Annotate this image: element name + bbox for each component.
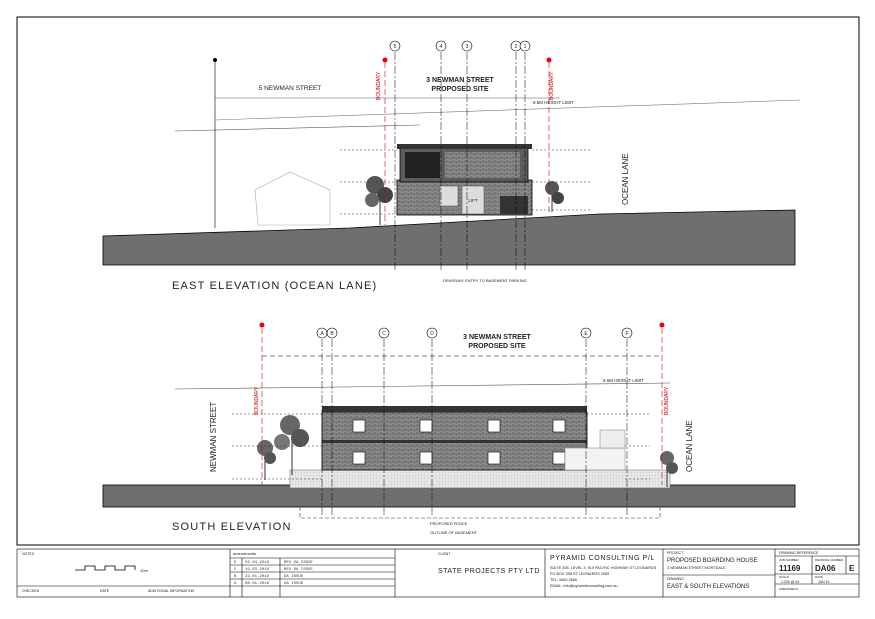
checked-label: CHECKED (22, 589, 40, 593)
east-height-limit: 8.5M HEIGHT LIMIT (533, 100, 574, 105)
tree (545, 181, 564, 212)
south-elevation (102, 322, 796, 519)
south-annotation-fence: PROPOSED FENCE (430, 521, 468, 526)
east-annotation: DRIVEWAY ENTRY TO BASEMENT PARKING (443, 278, 527, 283)
revision-letter: E (849, 564, 855, 573)
lift-core (461, 185, 485, 215)
boundary-marker (659, 322, 665, 328)
rev-code: E (234, 561, 237, 565)
east-elevation (102, 40, 801, 270)
south-annotation-basement: OUTLINE OF BASEMENT (430, 530, 478, 535)
boundary-marker (259, 322, 265, 328)
amendments-label: amendments (233, 551, 256, 556)
grid-label: D (430, 331, 434, 337)
tree (257, 440, 276, 480)
drawing-number: DA06 (815, 564, 836, 573)
additional-info-label: ADDITIONAL INFORMATION (148, 589, 195, 593)
east-ground (102, 209, 796, 266)
grid-label: A (320, 331, 324, 337)
date-label: DATE (100, 589, 110, 593)
title-block (16, 548, 860, 598)
consultant-tel: TEL: 9460 2666 (550, 578, 577, 582)
project-name: PROPOSED BOARDING HOUSE (667, 558, 758, 564)
grid-label: 1 (524, 44, 527, 50)
grid-label: E (584, 331, 588, 337)
lift-label: LIFT (468, 198, 478, 203)
scale-value: 1:200 @ A3 (781, 580, 799, 584)
south-site-line1: 3 NEWMAN STREET (463, 334, 531, 341)
rev-date: 02.04.2019 (245, 561, 270, 565)
south-height-limit: 8.5M HEIGHT LIMIT (603, 378, 644, 383)
rev-desc: DA ISSUE (284, 575, 304, 579)
consultant-address-1: SUITE 305, LEVEL 3, 910 PACIFIC HIGHWAY … (550, 566, 657, 570)
date2-label: DATE (815, 575, 823, 579)
rev-desc: DA ISSUE (284, 582, 304, 586)
neighbour-house (254, 171, 331, 226)
east-title: EAST ELEVATION (OCEAN LANE) (172, 280, 377, 292)
consultant-address-2: PO BOX 356 ST LEONARDS 2065 (550, 572, 609, 576)
rev-code: C (234, 568, 237, 572)
grid-label: C (382, 331, 386, 337)
east-site-line1: 3 NEWMAN STREET (426, 77, 494, 84)
grid-label: 2 (515, 44, 518, 50)
job-number-label: JOB NUMBER (779, 558, 800, 562)
tree (660, 451, 678, 487)
tree (365, 176, 393, 225)
rev-date: 22.01.2019 (245, 575, 270, 579)
client-label: CLIENT (438, 552, 451, 556)
east-boundary-label: BOUNDARY (376, 71, 382, 100)
drawing-title: EAST & SOUTH ELEVATIONS (667, 584, 749, 590)
south-boundary-label-2: BOUNDARY (664, 386, 670, 415)
drawing-number-label: DRAWING NUMBER (815, 558, 844, 562)
rev-desc: REV DA ISSUE (284, 568, 313, 572)
rev-code: A (234, 582, 237, 586)
east-left-street: 5 NEWMAN STREET (259, 85, 322, 92)
south-site-line2: PROPOSED SITE (468, 343, 526, 350)
south-title: SOUTH ELEVATION (172, 521, 292, 533)
grid-label: F (625, 331, 628, 337)
grid-label: 5 (394, 44, 397, 50)
date-value: JAN 19 (818, 580, 830, 584)
drawing-label: DRAWING (667, 577, 684, 581)
project-label: PROJECT (667, 551, 684, 555)
boundary-marker (382, 57, 388, 63)
consultant-email: EMAIL: info@pyramidconsulting.com.au (550, 584, 618, 588)
drawing-ref-label: DRAWING REFERENCE (779, 551, 819, 555)
consultant-name: PYRAMID CONSULTING P/L (550, 555, 655, 562)
scale-label: SCALE (779, 575, 789, 579)
notes-label: NOTES (22, 552, 35, 556)
client-name: STATE PROJECTS PTY LTD (438, 568, 540, 575)
south-left-street: NEWMAN STREET (209, 402, 218, 472)
project-address: 3 NEWMAN STREET MORTDALE (667, 566, 726, 570)
boundary-marker (546, 57, 552, 63)
east-site-line2: PROPOSED SITE (431, 86, 489, 93)
rev-date: 19.03.2019 (245, 568, 270, 572)
rev-code: B (234, 575, 237, 579)
rev-desc: REV DA ISSUE (284, 561, 313, 565)
job-number: 11169 (779, 564, 801, 573)
amendment-label: AMENDMENT (779, 587, 799, 591)
grid-label: B (330, 331, 334, 337)
sheet-border (16, 16, 860, 546)
south-boundary-label: BOUNDARY (254, 386, 260, 415)
grid-label: 3 (466, 44, 469, 50)
grid-label: 4 (440, 44, 443, 50)
scale-bar-label: 10m (140, 568, 148, 573)
east-boundary-label-2: BOUNDARY (549, 71, 555, 100)
rev-date: 08.01.2019 (245, 582, 270, 586)
south-right-street: OCEAN LANE (685, 420, 694, 472)
east-right-street: OCEAN LANE (621, 153, 630, 205)
